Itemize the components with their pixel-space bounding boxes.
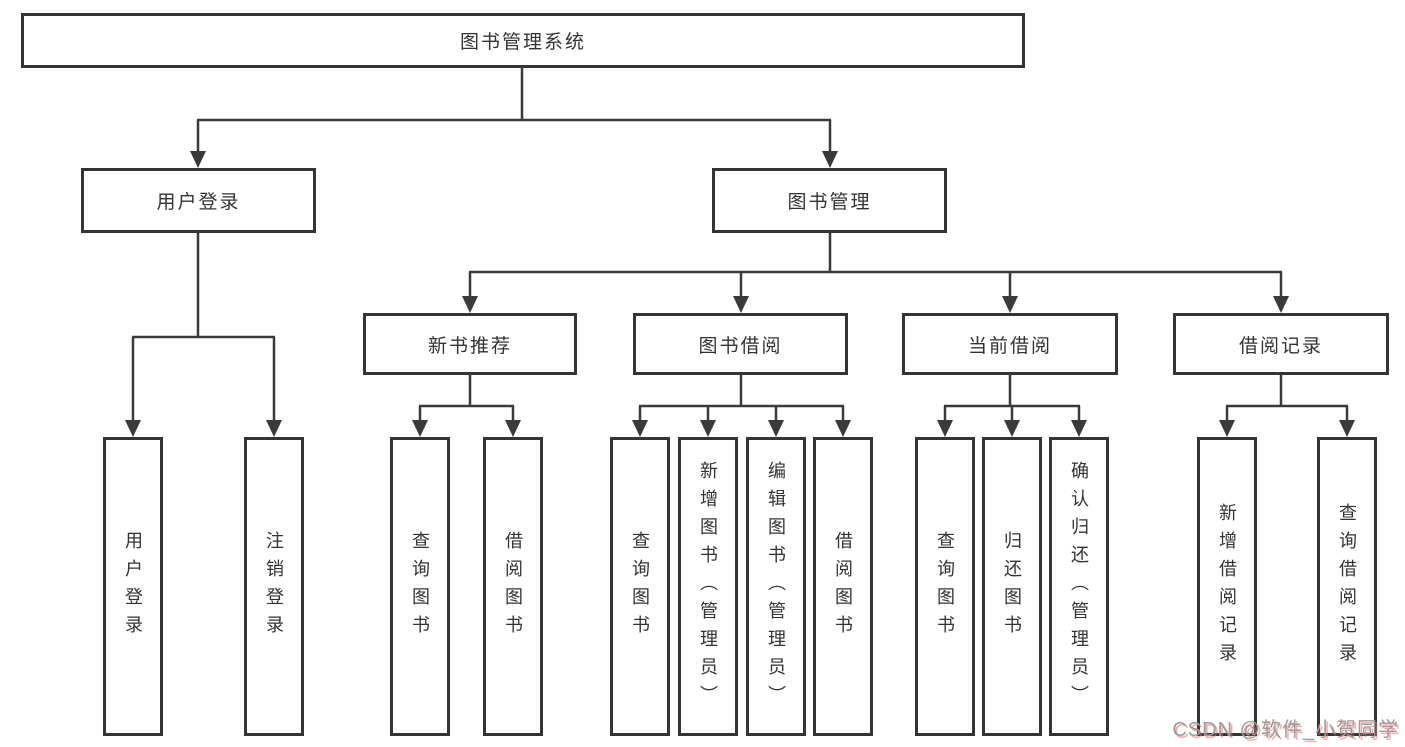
node-new-book-recommend: 新书推荐 (363, 313, 577, 375)
node-leaf-return-books: 归还图书 (982, 437, 1042, 736)
node-leaf-edit-book-admin: 编辑图书（管理员） (746, 437, 806, 736)
node-leaf-query-books-recommend: 查询图书 (390, 437, 450, 736)
node-leaf-add-borrow-record-label: 新增借阅记录 (1217, 502, 1237, 671)
node-leaf-query-books-recommend-label: 查询图书 (410, 530, 430, 643)
connector-book-borrow-to-children (638, 375, 845, 422)
node-book-borrow: 图书借阅 (633, 313, 848, 375)
connector-root-to-level2 (196, 68, 832, 153)
csdn-watermark: CSDN @软件_小贺同学 (1172, 719, 1399, 741)
connector-new-book-to-children (418, 375, 515, 422)
node-leaf-borrow-books-recommend: 借阅图书 (483, 437, 543, 736)
node-leaf-user-login-label: 用户登录 (123, 530, 143, 643)
node-leaf-confirm-return-admin-label: 确认归还（管理员） (1069, 460, 1089, 713)
node-user-login-label: 用户登录 (156, 192, 241, 213)
node-leaf-borrow-books-recommend-label: 借阅图书 (503, 530, 523, 643)
node-leaf-add-book-admin-label: 新增图书（管理员） (698, 460, 718, 713)
connector-user-login-to-children (131, 233, 276, 422)
node-leaf-query-books-borrow: 查询图书 (610, 437, 670, 736)
node-leaf-logout-label: 注销登录 (264, 530, 284, 643)
node-library-system: 图书管理系统 (21, 13, 1025, 68)
node-leaf-borrow-books-label: 借阅图书 (833, 530, 853, 643)
node-book-borrow-label: 图书借阅 (698, 335, 783, 357)
node-leaf-add-book-admin: 新增图书（管理员） (678, 437, 738, 736)
node-user-login: 用户登录 (81, 168, 316, 233)
node-book-management: 图书管理 (712, 168, 947, 233)
node-book-management-label: 图书管理 (787, 192, 872, 213)
node-leaf-query-books-current: 查询图书 (915, 437, 975, 736)
node-leaf-logout: 注销登录 (244, 437, 304, 736)
node-current-borrow-label: 当前借阅 (967, 335, 1052, 357)
node-borrow-records-label: 借阅记录 (1238, 335, 1323, 357)
connector-book-management-to-level3 (468, 233, 1283, 298)
node-leaf-edit-book-admin-label: 编辑图书（管理员） (766, 460, 786, 713)
node-current-borrow: 当前借阅 (902, 313, 1118, 375)
node-leaf-query-borrow-record-label: 查询借阅记录 (1337, 502, 1357, 671)
node-borrow-records: 借阅记录 (1173, 313, 1389, 375)
node-leaf-query-borrow-record: 查询借阅记录 (1317, 437, 1377, 736)
connector-current-borrow-to-children (943, 375, 1081, 422)
node-leaf-query-books-current-label: 查询图书 (935, 530, 955, 643)
node-leaf-add-borrow-record: 新增借阅记录 (1197, 437, 1257, 736)
node-leaf-user-login: 用户登录 (103, 437, 163, 736)
node-leaf-borrow-books: 借阅图书 (813, 437, 873, 736)
node-leaf-return-books-label: 归还图书 (1002, 530, 1022, 643)
node-new-book-recommend-label: 新书推荐 (427, 335, 512, 357)
node-leaf-query-books-borrow-label: 查询图书 (630, 530, 650, 643)
connector-borrow-records-to-children (1225, 375, 1349, 422)
node-library-system-label: 图书管理系统 (459, 32, 586, 53)
node-leaf-confirm-return-admin: 确认归还（管理员） (1049, 437, 1109, 736)
